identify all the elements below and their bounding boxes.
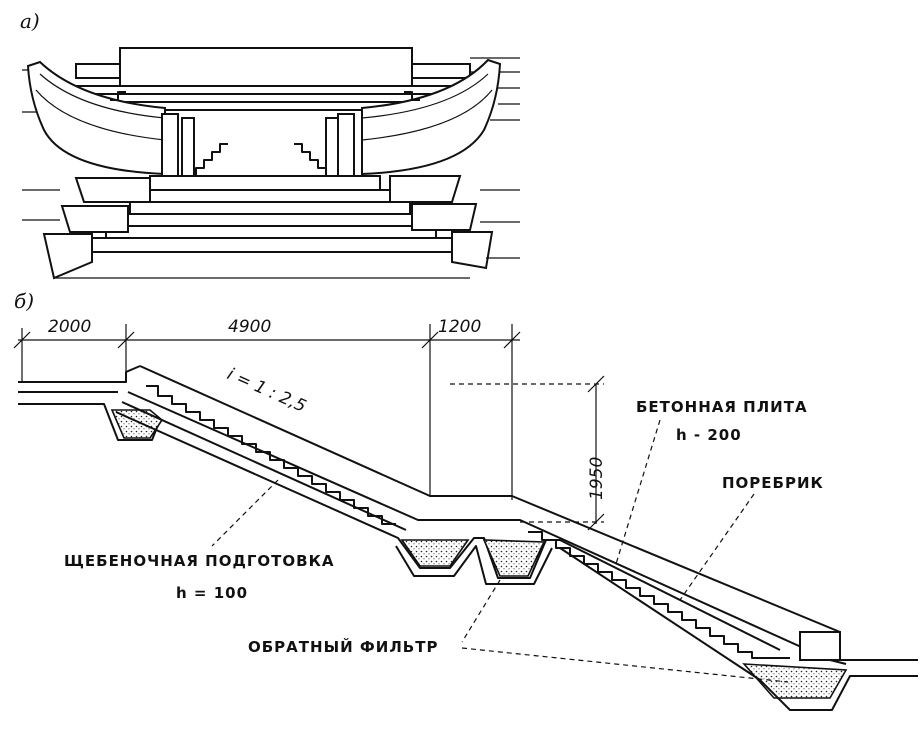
column-right [337, 113, 355, 177]
panel-b-label: б) [14, 289, 34, 313]
inner-steps-left [195, 143, 228, 176]
beam-3 [129, 101, 401, 111]
panel-b: б) 2000 4900 1200 1950 [13, 289, 918, 711]
side-block-right-2 [411, 203, 478, 231]
leader-filter [461, 579, 501, 643]
column-left-inner [181, 117, 195, 177]
stair-step-5 [105, 225, 437, 239]
filter-trench-mid-1 [400, 539, 470, 567]
stair-step-1 [149, 175, 381, 191]
leader-gravel [211, 479, 279, 547]
dim-2000: 2000 [48, 317, 91, 337]
curb-block [799, 631, 841, 661]
ground-left-bottom [18, 403, 161, 441]
leader-concrete-plate [615, 419, 661, 565]
leader-curb [679, 493, 755, 601]
side-block-right-3 [451, 231, 494, 270]
top-cap [119, 47, 413, 87]
beam-2 [99, 93, 431, 103]
side-block-right-1 [389, 175, 462, 203]
panel-a: а) [20, 9, 520, 280]
label-concrete-plate-h: h - 200 [676, 426, 742, 444]
filter-trench-mid-2 [482, 539, 546, 577]
side-block-left-2 [60, 205, 129, 233]
dim-1950: 1950 [587, 457, 607, 500]
panel-a-label: а) [20, 9, 40, 33]
stair-step-4 [117, 213, 424, 227]
filter-trench-bottom [742, 663, 848, 699]
label-reverse-filter: ОБРАТНЫЙ ФИЛЬТР [248, 637, 438, 656]
stair-step-3 [129, 201, 411, 215]
top-strip-left [75, 63, 121, 79]
side-block-left-3 [42, 233, 93, 280]
gravel-layer-line [115, 411, 781, 651]
label-gravel-bed-h: h = 100 [176, 584, 248, 602]
inner-steps-right [294, 143, 327, 176]
steps-flight-1 [146, 385, 396, 525]
steps-flight-2 [528, 531, 790, 659]
side-block-left-1 [74, 177, 151, 203]
label-gravel-bed: ЩЕБЕНОЧНАЯ ПОДГОТОВКА [64, 552, 334, 570]
ground-left-top [18, 365, 141, 383]
column-right-inner [325, 117, 339, 177]
column-left [161, 113, 179, 177]
stair-step-2 [139, 189, 396, 203]
dim-1200: 1200 [438, 317, 481, 337]
dim-4900: 4900 [228, 317, 271, 337]
ground-bottom-line [559, 547, 918, 711]
label-curb: ПОРЕБРИК [722, 474, 824, 492]
slab-bottom-line [127, 391, 831, 661]
curved-wall-right [361, 58, 502, 176]
label-concrete-plate: БЕТОННАЯ ПЛИТА [636, 398, 808, 416]
top-strip-right [411, 63, 471, 79]
stair-step-6 [91, 237, 453, 253]
